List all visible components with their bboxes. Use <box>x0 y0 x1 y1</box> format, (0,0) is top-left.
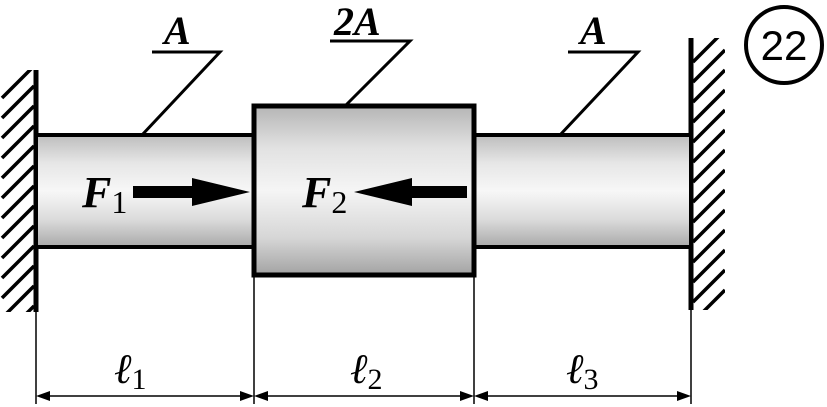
force-f1: F1 <box>81 168 250 220</box>
dimension-line-1 <box>36 391 254 401</box>
force-f1-label: F1 <box>81 168 127 220</box>
length-label-1: ℓ1 <box>114 347 147 396</box>
problem-number: 22 <box>761 22 808 69</box>
area-label-2: 2A <box>333 0 381 44</box>
problem-number-badge: 22 <box>744 5 824 85</box>
area-leader-2 <box>330 39 414 108</box>
bar-section-3 <box>472 133 693 249</box>
force-f1-arrow-shaft <box>133 186 199 198</box>
area-leader-3 <box>558 50 642 137</box>
force-f1-arrow-head-icon <box>192 178 250 206</box>
length-label-3: ℓ3 <box>566 347 599 396</box>
length-label-2: ℓ2 <box>350 347 383 396</box>
area-leader-1 <box>140 50 224 137</box>
right-wall-support <box>688 38 725 310</box>
dimension-extension-lines <box>35 275 692 404</box>
left-wall-support <box>0 70 39 312</box>
force-f2: F2 <box>301 168 467 220</box>
dimension-line-2 <box>254 391 474 401</box>
force-f2-label: F2 <box>301 168 347 220</box>
dimension-line-3 <box>474 391 691 401</box>
force-f2-arrow-head-icon <box>354 178 412 206</box>
area-label-1: A <box>161 8 191 53</box>
area-label-3: A <box>577 8 607 53</box>
force-f2-arrow-shaft <box>405 186 467 198</box>
